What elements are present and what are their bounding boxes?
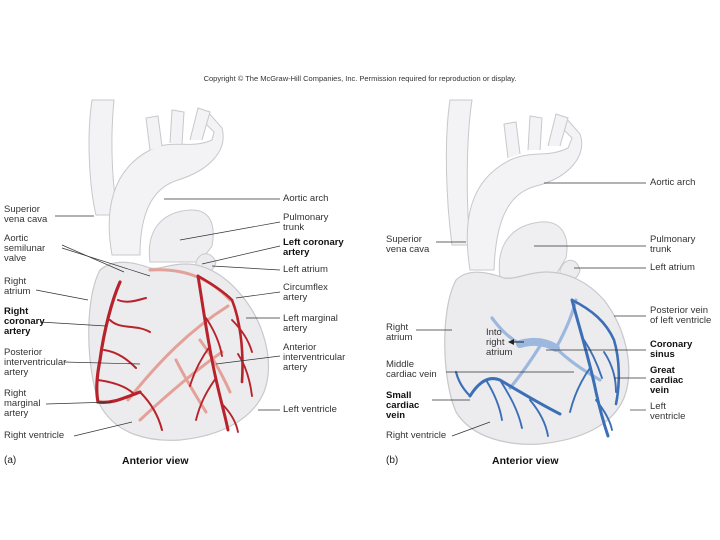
circumflex-artery xyxy=(196,274,244,384)
label-left-atrium-b: Left atrium xyxy=(650,262,695,273)
label-right-ventricle-b: Right ventricle xyxy=(386,430,447,441)
label-great-cardiac-vein: Great cardiac vein xyxy=(650,365,684,396)
small-cardiac-branches xyxy=(485,379,549,437)
label-aortic-arch-a: Aortic arch xyxy=(283,193,329,204)
posterior-veins-b xyxy=(490,298,602,390)
leader-lines-b xyxy=(416,182,646,437)
label-coronary-sinus: Coronary sinus xyxy=(650,339,693,360)
label-left-ventricle-b: Left ventricle xyxy=(650,401,686,422)
label-small-cardiac-vein: Small cardiac vein xyxy=(386,390,420,421)
label-right-ventricle-a: Right ventricle xyxy=(4,430,65,441)
copyright-notice: Copyright © The McGraw-Hill Companies, I… xyxy=(203,74,517,83)
label-into-right-atrium: Into right atrium xyxy=(486,327,513,358)
view-title-a: Anterior view xyxy=(122,455,189,467)
label-middle-cardiac-vein: Middle cardiac vein xyxy=(386,359,437,380)
label-posterior-interventricular-artery: Posterior interventricular artery xyxy=(4,347,67,378)
label-left-coronary-artery: Left coronary artery xyxy=(283,237,344,258)
label-superior-vena-cava-a: Superior vena cava xyxy=(4,204,48,225)
label-aortic-arch-b: Aortic arch xyxy=(650,177,696,188)
aortic-branches-b xyxy=(503,113,569,159)
label-left-marginal-artery: Left marginal artery xyxy=(283,313,338,334)
great-cardiac-branches xyxy=(569,339,617,431)
label-right-atrium-a: Right atrium xyxy=(4,276,31,297)
label-circumflex-artery: Circumflex artery xyxy=(283,282,328,303)
heart-a xyxy=(88,99,270,441)
pulmonary-trunk-a xyxy=(148,209,214,263)
label-pulmonary-trunk-b: Pulmonary trunk xyxy=(650,234,696,255)
heart-b xyxy=(444,99,630,445)
label-anterior-interventricular-artery: Anterior interventricular artery xyxy=(283,342,346,373)
middle-cardiac-vein xyxy=(454,370,472,398)
label-left-ventricle-a: Left ventricle xyxy=(283,404,337,415)
label-left-atrium-a: Left atrium xyxy=(283,264,328,275)
right-coronary-artery xyxy=(95,280,142,404)
coronary-sinus xyxy=(516,337,560,352)
heart-body-b xyxy=(444,271,630,445)
posterior-vein-left-ventricle xyxy=(570,298,621,406)
label-aortic-semilunar-valve: Aortic semilunar valve xyxy=(4,233,46,264)
label-superior-vena-cava-b: Superior vena cava xyxy=(386,234,430,255)
label-right-coronary-artery: Right coronary artery xyxy=(4,306,45,337)
aortic-branches-a xyxy=(145,107,211,151)
right-coronary-branches xyxy=(97,297,163,431)
label-posterior-vein-left-ventricle: Posterior vein of left ventricle xyxy=(650,305,712,326)
label-right-marginal-artery: Right marginal artery xyxy=(4,388,41,419)
pulmonary-trunk-b xyxy=(498,221,568,279)
panel-letter-a: (a) xyxy=(4,455,17,466)
label-pulmonary-trunk-a: Pulmonary trunk xyxy=(283,212,329,233)
posterior-arteries-a xyxy=(126,268,232,422)
panel-letter-b: (b) xyxy=(386,455,399,466)
label-right-atrium-b: Right atrium xyxy=(386,322,413,343)
arrowhead xyxy=(508,339,514,345)
great-cardiac-vein xyxy=(570,298,610,438)
view-title-b: Anterior view xyxy=(492,455,559,467)
left-coronary-branches-a xyxy=(189,317,253,433)
anterior-interventricular-artery xyxy=(196,274,230,432)
leader-lines-a xyxy=(35,198,281,437)
